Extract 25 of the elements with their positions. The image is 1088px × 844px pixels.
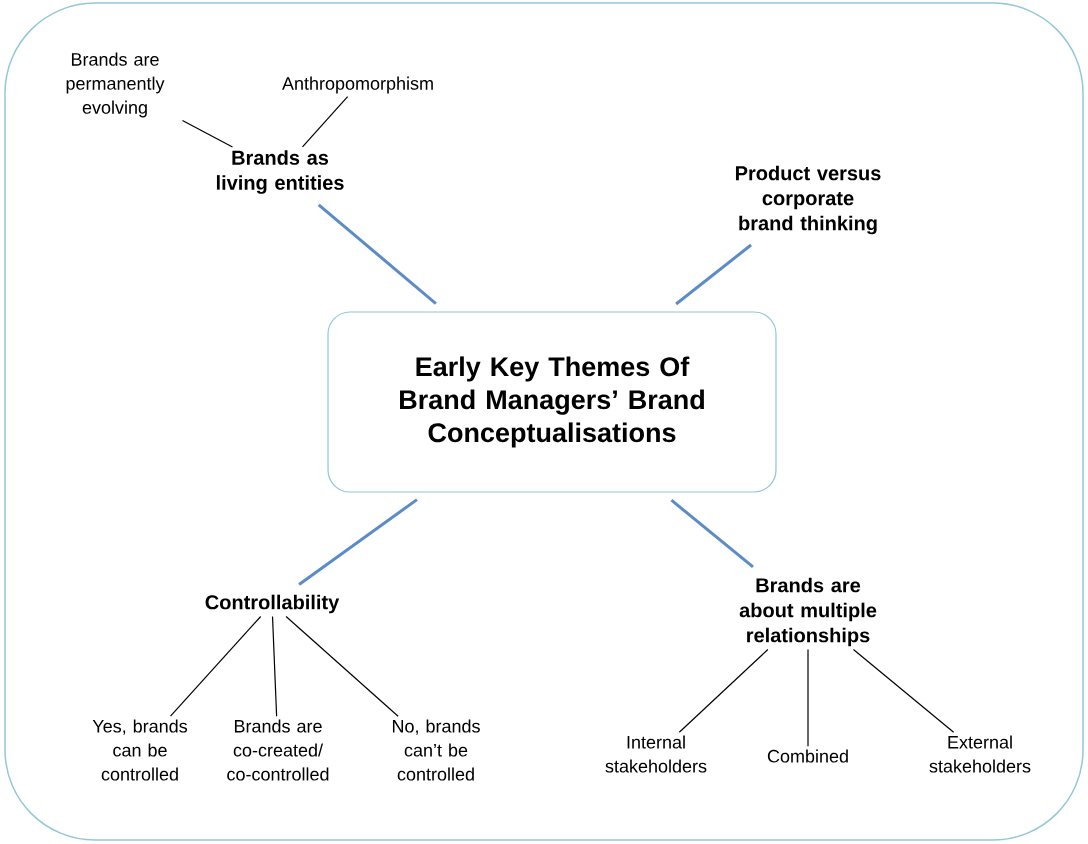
connector-line [285, 615, 399, 717]
subtheme-label: External stakeholders [929, 735, 1031, 773]
connector-line [678, 648, 769, 733]
connector-line [807, 648, 809, 747]
connector-line [181, 120, 234, 148]
central-theme-box: Early Key Themes Of Brand Managers’ Brand Conceptualisations [327, 311, 777, 493]
subtheme-label: Internal stakeholders [605, 735, 707, 773]
subtheme-label: Combined [767, 749, 848, 763]
subtheme-label: Anthropomorphism [282, 76, 433, 94]
theme-label: Brands as living entities [216, 150, 344, 194]
connector-line [298, 498, 418, 586]
subtheme-label: Brands are co-created/ co-controlled [227, 719, 329, 781]
connector-line [670, 499, 754, 569]
connector-line [271, 615, 278, 717]
subtheme-label: No, brands can’t be controlled [392, 719, 480, 781]
theme-label: Product versus corporate brand thinking [736, 165, 881, 235]
connector-line [317, 203, 437, 305]
connector-line [852, 648, 955, 733]
subtheme-label: Yes, brands can be controlled [92, 719, 188, 781]
connector-line [301, 96, 349, 148]
subtheme-label: Brands are permanently evolving [66, 52, 165, 118]
theme-label: Controllability [205, 594, 340, 614]
connector-line [169, 615, 262, 717]
connector-line [675, 243, 752, 306]
theme-label: Brands are about multiple relationships [739, 577, 877, 647]
